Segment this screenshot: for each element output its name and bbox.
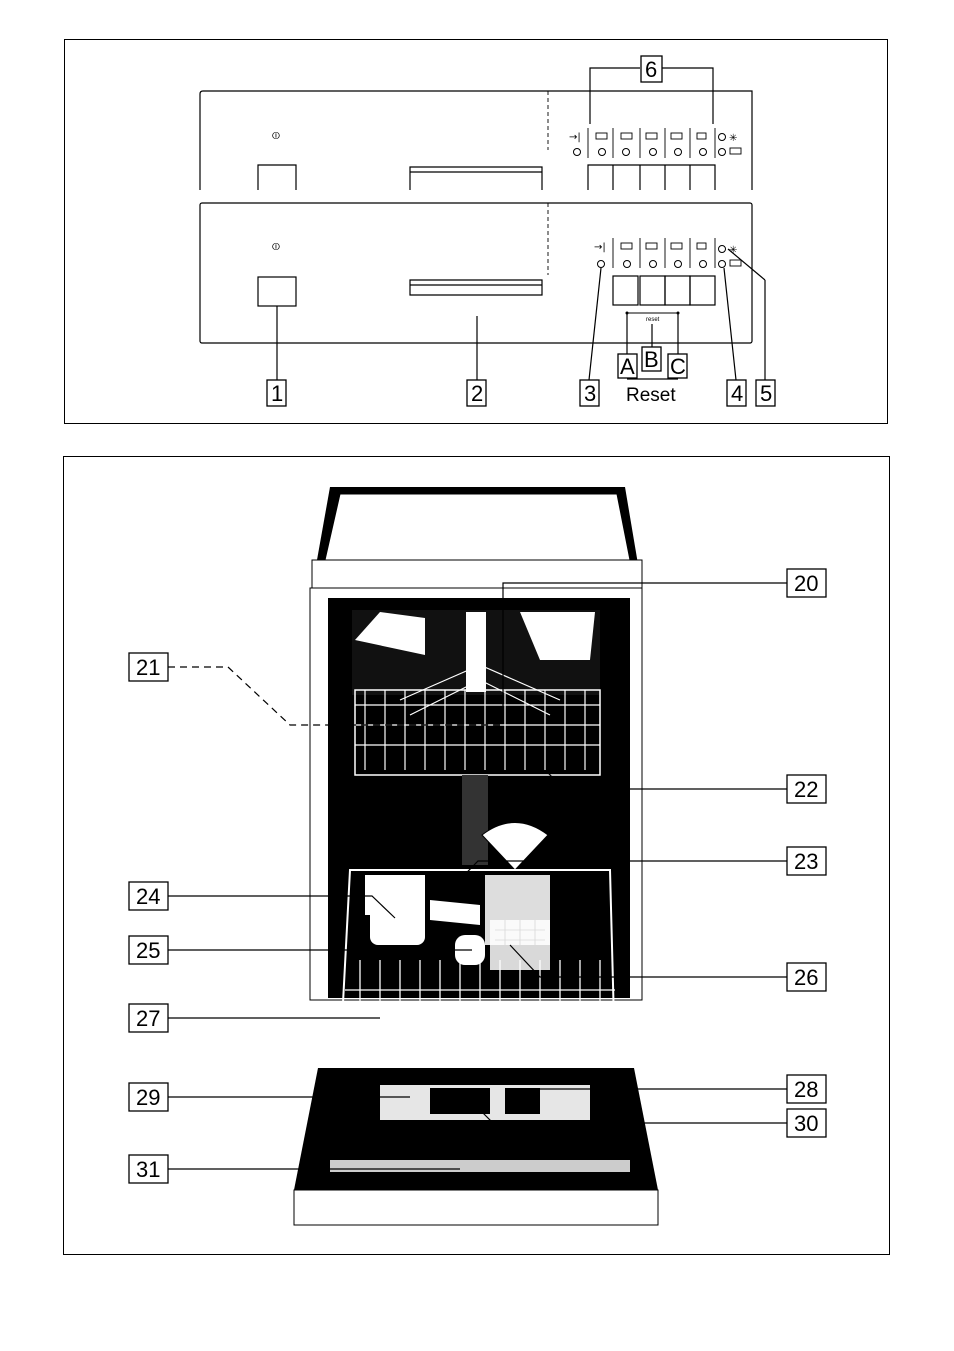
lower-panel-variant: ⏼ →| ✳ [200,203,752,343]
svg-text:27: 27 [136,1006,160,1031]
power-icon: ⏼ [272,242,280,253]
callout-31: 31 [129,1155,168,1183]
callout-27: 27 [129,1004,168,1032]
callout-2: 2 [467,380,486,406]
svg-text:22: 22 [794,777,818,802]
callout-29: 29 [129,1083,168,1111]
callout-20: 20 [787,569,826,597]
svg-text:6: 6 [645,57,657,82]
display-slot [410,280,542,295]
svg-text:5: 5 [760,381,772,406]
reset-small-label: reset [646,317,660,323]
main-switch [258,277,296,306]
callout-3: 3 [580,380,599,406]
svg-text:C: C [670,354,686,379]
eco-icon [646,243,657,249]
main-switch-top [258,165,296,190]
prerinse-icon [697,243,706,249]
callout-24: 24 [129,882,168,910]
button-b [640,276,665,305]
salt-icon [730,260,741,266]
svg-text:30: 30 [794,1111,818,1136]
callout-c: C [668,354,687,379]
svg-text:3: 3 [584,381,596,406]
svg-text:A: A [620,354,635,379]
svg-text:24: 24 [136,884,160,909]
svg-text:31: 31 [136,1157,160,1182]
svg-text:29: 29 [136,1085,160,1110]
button-c [665,276,690,305]
start-arrow-icon: →| [594,242,606,253]
svg-text:25: 25 [136,938,160,963]
callout-a: A [618,354,637,379]
gentle-icon [671,243,682,249]
svg-text:1: 1 [271,381,283,406]
power-icon: ⏼ [272,131,280,142]
svg-text:4: 4 [731,381,743,406]
callout-26: 26 [787,963,826,991]
callout-22: 22 [787,775,826,803]
leds: ✳ [598,245,742,268]
rinse-aid-led [719,246,726,253]
callout-1: 1 [267,380,286,406]
upper-panel-variant: ⏼ →| ✳ [200,91,752,190]
rinse-aid-icon: ✳ [729,133,737,144]
program-buttons [613,276,715,305]
salt-icon [730,148,741,154]
svg-text:20: 20 [794,571,818,596]
callout-4: 4 [727,380,746,406]
svg-text:B: B [644,347,659,372]
callout-28: 28 [787,1075,826,1103]
display-slot-top [410,167,542,190]
svg-text:23: 23 [794,849,818,874]
eco-icon [646,133,657,139]
svg-text:28: 28 [794,1077,818,1102]
salt-led [719,261,726,268]
button-d [690,276,715,305]
panel-leaders [277,68,765,380]
program-icons-top: →| [569,128,715,158]
gentle-icon [671,133,682,139]
pot-icon [596,133,607,139]
callout-5: 5 [756,380,775,406]
callout-21: 21 [129,653,168,681]
prerinse-icon [697,133,706,139]
callout-25: 25 [129,936,168,964]
start-arrow-icon: →| [569,132,581,143]
panel-callouts: 1 2 3 4 5 6 A B [267,56,775,406]
dish-icon [621,133,632,139]
reset-label: Reset [626,385,676,406]
start-led [598,261,605,268]
callout-6: 6 [641,56,662,82]
svg-text:21: 21 [136,655,160,680]
dish-icon [621,243,632,249]
svg-text:2: 2 [471,381,483,406]
dishwasher-illustration [294,487,658,1225]
svg-text:26: 26 [794,965,818,990]
callout-23: 23 [787,847,826,875]
button-a [613,276,638,305]
callout-b: B [642,347,661,372]
callout-30: 30 [787,1109,826,1137]
